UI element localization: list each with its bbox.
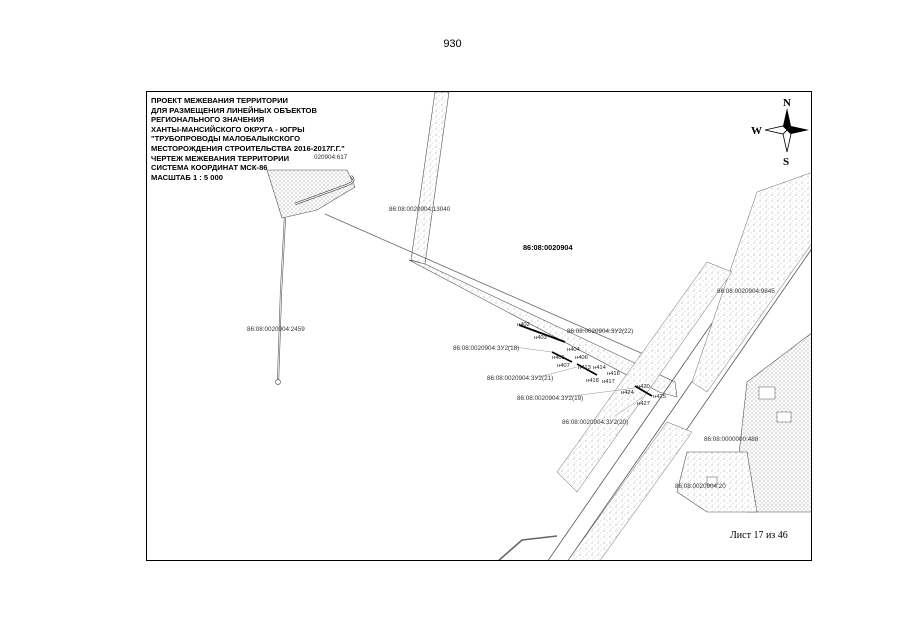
title-line: ПРОЕКТ МЕЖЕВАНИЯ ТЕРРИТОРИИ	[151, 96, 289, 105]
pipe-sw	[498, 535, 558, 560]
parcel-strip-13040	[410, 92, 450, 265]
point-label: н414	[593, 365, 607, 371]
point-label: н418	[586, 378, 599, 384]
sheet-label: Лист 17 из 46	[730, 530, 788, 541]
parcel-label-617: 020904:617	[314, 154, 348, 161]
compass-needle-east	[787, 126, 809, 134]
point-label: н403	[534, 335, 547, 341]
parcel-label-zu18: 86:08:0020904:ЗУ2(18)	[453, 345, 519, 352]
parcel-corridor-lower	[556, 261, 733, 493]
designed-parcels	[518, 324, 653, 397]
point-label: н424	[621, 390, 635, 396]
compass-south-label: S	[783, 156, 789, 168]
map-frame: 86:08:0020904:13040 86:08:0020904 86:08:…	[146, 91, 812, 561]
cadastral-map: 86:08:0020904:13040 86:08:0020904 86:08:…	[247, 92, 811, 560]
parcel-label-zu21: 86:08:0020904:ЗУ2(21)	[487, 375, 553, 382]
title-block: ПРОЕКТ МЕЖЕВАНИЯ ТЕРРИТОРИИ ДЛЯ РАЗМЕЩЕН…	[151, 96, 345, 182]
point-label: н404	[567, 347, 581, 353]
compass-needle-west	[764, 125, 788, 135]
point-label: н406	[575, 355, 588, 361]
compass-rose: N S W E	[751, 97, 809, 168]
point-label: н416	[607, 371, 620, 377]
point-label: н402	[517, 322, 530, 328]
parcel-block-nw	[266, 169, 356, 219]
parcel-label-main: 86:08:0020904	[523, 243, 573, 252]
parcel-label-zu20: 86:08:0020904:ЗУ2(20)	[562, 419, 628, 426]
title-line: МАСШТАБ 1 : 5 000	[151, 172, 223, 182]
point-label: н425	[653, 394, 666, 400]
parcel-label-488: 86:08:0000000:488	[704, 436, 759, 443]
title-line: ХАНТЫ-МАНСИЙСКОГО ОКРУГА - ЮГРЫ	[151, 124, 305, 134]
boundary-line-main	[324, 213, 658, 361]
leader-lines	[506, 329, 644, 417]
title-line: ДЛЯ РАЗМЕЩЕНИЯ ЛИНЕЙНЫХ ОБЪЕКТОВ	[151, 105, 317, 115]
point-label: н413	[578, 365, 591, 371]
point-label: н405	[552, 355, 565, 361]
building	[758, 386, 776, 400]
page-number: 930	[443, 38, 462, 50]
building	[776, 411, 792, 423]
compass-north-label: N	[783, 97, 791, 109]
point-label: н417	[602, 379, 615, 385]
building	[706, 476, 718, 486]
title-line: РЕГИОНАЛЬНОГО ЗНАЧЕНИЯ	[151, 115, 265, 125]
title-line: СИСТЕМА КООРДИНАТ МСК-86	[151, 163, 268, 173]
parcel-label-13040: 86:08:0020904:13040	[389, 206, 451, 213]
point-label: н427	[637, 401, 650, 407]
parcel-label-20: 86:08:0020904:20	[675, 483, 726, 490]
compass-west-label: W	[751, 125, 762, 137]
parcel-label-zu22: 86:08:0020904:ЗУ2(22)	[567, 328, 633, 335]
parcel-band-east	[408, 259, 678, 398]
parcel-corridor-south	[568, 421, 693, 560]
parcel-corridor-9845	[691, 172, 811, 393]
title-line: ЧЕРТЕЖ МЕЖЕВАНИЯ ТЕРРИТОРИИ	[151, 153, 290, 163]
parcel-label-9845: 86:08:0020904:9845	[717, 288, 775, 295]
title-line: МЕСТОРОЖДЕНИЯ СТРОИТЕЛЬСТВА 2016-2017Г.Г…	[151, 143, 345, 153]
parcel-label-2459: 86:08:0020904:2459	[247, 326, 305, 333]
parcel-label-zu19: 86:08:0020904:ЗУ2(19)	[517, 395, 583, 402]
title-line: "ТРУБОПРОВОДЫ МАЛОБАЛЫКСКОГО	[151, 134, 300, 144]
compass-needle-north	[783, 108, 791, 130]
point-label: н407	[557, 363, 570, 369]
point-label: н420	[637, 384, 650, 390]
